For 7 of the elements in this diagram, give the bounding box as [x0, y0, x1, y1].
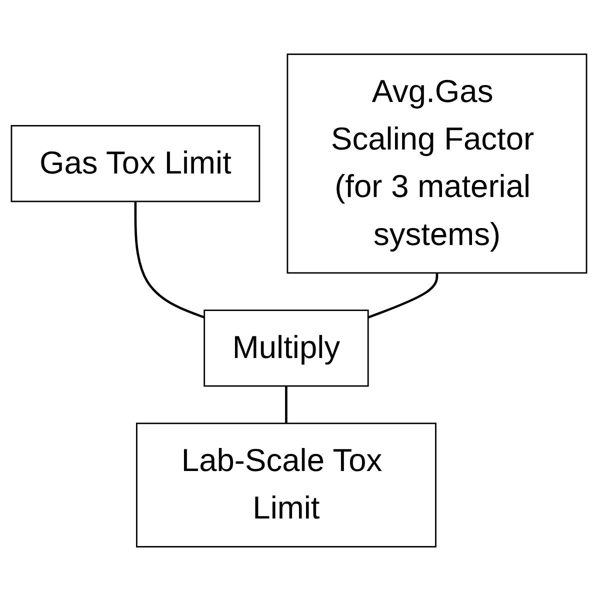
node-box: Lab-Scale Tox Limit: [136, 422, 436, 548]
node-box: Avg.Gas Scaling Factor (for 3 material systems): [286, 54, 588, 274]
connector: [134, 201, 205, 319]
node-box: Multiply: [204, 310, 369, 387]
node-box: Gas Tox Limit: [10, 125, 260, 202]
connector: [285, 386, 288, 424]
connector: [368, 272, 438, 319]
